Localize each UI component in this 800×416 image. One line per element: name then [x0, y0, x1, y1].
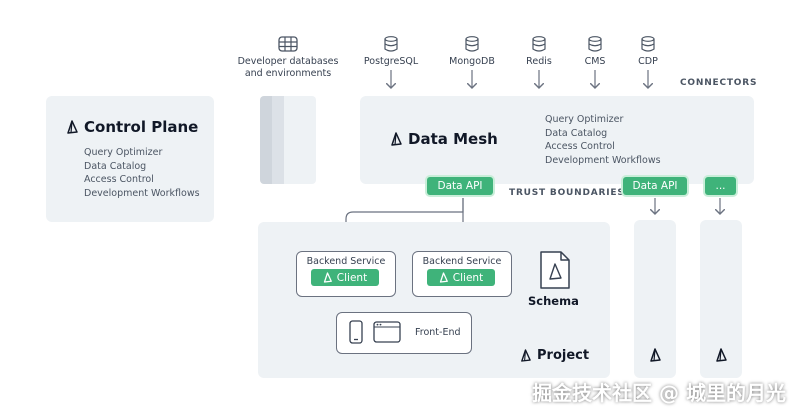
data-mesh-features: Query Optimizer Data Catalog Access Cont…: [545, 113, 661, 167]
feature-item: Query Optimizer: [545, 114, 624, 125]
source-label: Developer databases and environments: [237, 56, 339, 79]
right-column-2: [700, 220, 742, 378]
client-button[interactable]: Client: [311, 269, 379, 286]
right-column-1: [634, 220, 676, 378]
database-icon: [532, 36, 546, 52]
browser-window-icon: [373, 321, 401, 343]
control-plane-title-row: Control Plane: [66, 118, 198, 136]
data-mesh-panel: Data Mesh Query Optimizer Data Catalog A…: [360, 96, 754, 184]
schema-block: Schema: [528, 250, 584, 308]
source-label: CMS: [584, 56, 606, 67]
data-api-button[interactable]: Data API: [427, 177, 493, 195]
trust-boundaries-label: TRUST BOUNDARIES: [509, 188, 625, 198]
front-end-label: Front-End: [415, 327, 461, 338]
backend-service-left: Backend Service Client: [296, 251, 396, 297]
control-plane-panel: Control Plane Query Optimizer Data Catal…: [46, 96, 214, 222]
connectors-label: CONNECTORS: [680, 78, 758, 88]
project-title: Project: [537, 348, 590, 363]
source-label: MongoDB: [449, 56, 495, 67]
source-dev-db: Developer databases and environments: [228, 36, 348, 80]
database-icon: [384, 36, 398, 52]
client-button[interactable]: Client: [427, 269, 495, 286]
backend-service-title: Backend Service: [422, 256, 502, 267]
control-plane-features: Query Optimizer Data Catalog Access Cont…: [84, 146, 200, 200]
source-mongodb: MongoDB: [437, 36, 507, 68]
source-postgresql: PostgreSQL: [356, 36, 426, 68]
source-redis: Redis: [509, 36, 569, 68]
prisma-logo-icon: [391, 132, 402, 146]
prisma-logo-icon: [439, 272, 448, 283]
pillar-stack: [260, 96, 316, 184]
source-cdp: CDP: [623, 36, 673, 68]
feature-item: Access Control: [84, 174, 154, 185]
feature-item: Access Control: [545, 141, 615, 152]
database-icon: [465, 36, 479, 52]
prisma-logo-icon: [67, 120, 78, 134]
source-label: CDP: [638, 56, 658, 67]
feature-item: Query Optimizer: [84, 147, 163, 158]
schema-file-icon: [540, 251, 570, 289]
control-plane-title: Control Plane: [84, 118, 199, 136]
project-title-row: Project: [520, 348, 589, 363]
server-stack-icon: [278, 36, 298, 52]
prisma-logo-icon: [323, 272, 332, 283]
data-mesh-title-row: Data Mesh: [390, 130, 498, 148]
source-label: PostgreSQL: [363, 56, 419, 67]
feature-item: Data Catalog: [545, 127, 608, 139]
watermark-text: 掘金技术社区 @ 城里的月光: [532, 381, 786, 405]
feature-item: Development Workflows: [545, 154, 661, 166]
feature-item: Data Catalog: [84, 160, 147, 172]
prisma-logo-icon: [521, 349, 531, 362]
mobile-device-icon: [349, 320, 363, 344]
feature-item: Development Workflows: [84, 187, 200, 199]
data-mesh-title: Data Mesh: [408, 130, 498, 148]
ellipsis-button[interactable]: ...: [705, 177, 736, 195]
source-label: Redis: [526, 56, 552, 67]
front-end-box: Front-End: [336, 312, 472, 354]
schema-label: Schema: [528, 294, 579, 308]
client-label: Client: [336, 271, 368, 284]
client-label: Client: [452, 271, 484, 284]
backend-service-right: Backend Service Client: [412, 251, 512, 297]
database-icon: [641, 36, 655, 52]
source-cms: CMS: [570, 36, 620, 68]
database-icon: [588, 36, 602, 52]
prisma-logo-icon: [650, 348, 661, 362]
prisma-logo-icon: [716, 348, 727, 362]
backend-service-title: Backend Service: [306, 256, 386, 267]
data-api-right-button[interactable]: Data API: [623, 177, 687, 195]
